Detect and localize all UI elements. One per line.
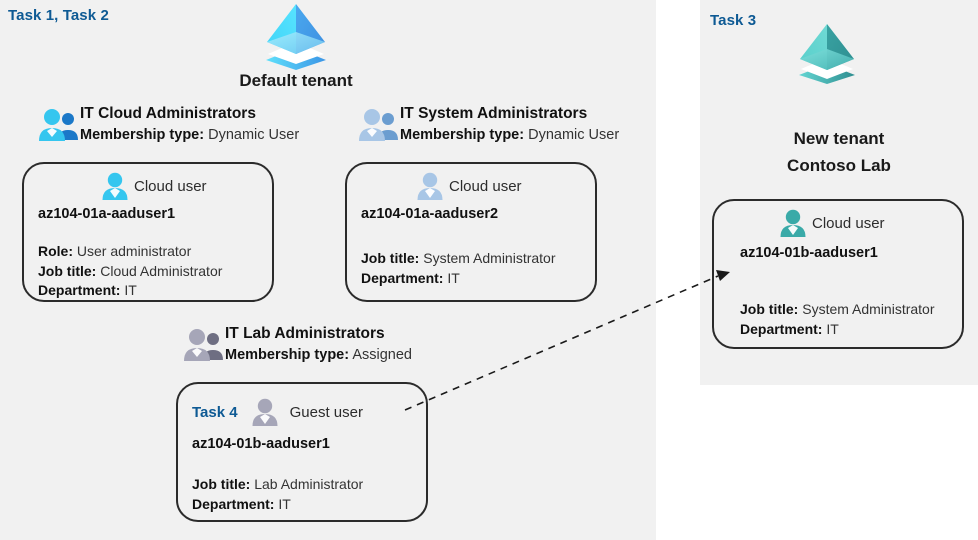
default-tenant-title: Default tenant <box>239 71 353 90</box>
group-users-icon <box>38 108 78 142</box>
group-users-icon <box>358 108 398 142</box>
attr-value: Cloud Administrator <box>100 262 223 279</box>
new-tenant-icon <box>792 22 862 84</box>
attr-value: IT <box>124 282 137 298</box>
new-tenant-title: New tenant Contoso Lab <box>700 125 978 179</box>
group-membership-value: Assigned <box>352 347 412 363</box>
user-card-az104-01a-aaduser1[interactable]: Cloud user az104-01a-aaduser1 Role: User… <box>22 162 274 302</box>
attr-label: Department: <box>740 320 823 337</box>
group-users-icon <box>183 328 223 362</box>
user-type-label: Cloud user <box>449 177 522 195</box>
attr-value: System Administrator <box>802 301 935 317</box>
attr-label: Job title: <box>361 250 420 266</box>
user-name: az104-01b-aaduser1 <box>192 436 330 452</box>
user-type-label: Cloud user <box>134 177 207 195</box>
user-attribute-job-title: Job title: Cloud Administrator <box>38 262 222 282</box>
attr-value: Lab Administrator <box>254 476 364 492</box>
group-name: IT System Administrators <box>400 105 588 122</box>
attr-value: IT <box>826 320 839 337</box>
attr-label: Department: <box>38 282 121 298</box>
group-name: IT Lab Administrators <box>225 325 385 342</box>
attr-value: IT <box>278 495 291 512</box>
new-tenant-title-line2: Contoso Lab <box>787 156 891 175</box>
attr-label: Job title: <box>38 262 97 279</box>
user-attribute-department: Department: IT <box>361 269 556 289</box>
default-tenant-icon <box>258 2 334 70</box>
group-membership: Membership type: Dynamic User <box>400 124 619 146</box>
user-type-label: Cloud user <box>812 214 885 232</box>
attr-value: User administrator <box>76 243 192 259</box>
user-card-az104-01b-aaduser1-cloud[interactable]: Cloud user az104-01b-aaduser1 Job title:… <box>712 199 964 349</box>
group-membership-label: Membership type: <box>80 127 205 143</box>
group-membership-value: Dynamic User <box>528 127 620 143</box>
cloud-user-icon <box>417 172 443 200</box>
user-attribute-job-title: Job title: System Administrator <box>361 249 556 269</box>
task-label-guest: Task 4 <box>192 403 238 421</box>
group-name: IT Cloud Administrators <box>80 105 256 122</box>
group-membership-value: Dynamic User <box>208 127 300 143</box>
attr-label: Department: <box>192 495 275 512</box>
user-attribute-job-title: Job title: Lab Administrator <box>192 475 363 495</box>
task-label-left: Task 1, Task 2 <box>8 7 109 24</box>
attr-value: System Administrator <box>423 250 556 266</box>
group-membership: Membership type: Dynamic User <box>80 124 299 146</box>
user-name: az104-01b-aaduser1 <box>740 245 878 261</box>
cloud-user-icon <box>780 209 806 237</box>
user-attribute-job-title: Job title: System Administrator <box>740 300 935 320</box>
user-attribute-department: Department: IT <box>740 320 935 340</box>
user-type-label: Guest user <box>289 403 363 421</box>
user-card-az104-01b-aaduser1-guest[interactable]: Task 4 Guest user az104-01b-aaduser1 Job… <box>176 382 428 522</box>
user-attribute-department: Department: IT <box>38 281 222 301</box>
attr-value: IT <box>447 269 460 286</box>
attr-label: Job title: <box>740 301 799 317</box>
group-membership-label: Membership type: <box>400 127 525 143</box>
user-attribute-role: Role: User administrator <box>38 242 222 262</box>
attr-label: Department: <box>361 269 444 286</box>
user-attribute-department: Department: IT <box>192 495 363 515</box>
guest-user-icon <box>252 398 278 426</box>
group-membership-label: Membership type: <box>225 347 350 363</box>
task-label-right: Task 3 <box>710 12 757 29</box>
attr-label: Role: <box>38 243 73 259</box>
user-name: az104-01a-aaduser1 <box>38 206 176 222</box>
user-name: az104-01a-aaduser2 <box>361 206 499 222</box>
new-tenant-title-line1: New tenant <box>793 129 885 148</box>
cloud-user-icon <box>102 172 128 200</box>
user-card-az104-01a-aaduser2[interactable]: Cloud user az104-01a-aaduser2 Job title:… <box>345 162 597 302</box>
attr-label: Job title: <box>192 476 251 492</box>
group-membership: Membership type: Assigned <box>225 344 412 366</box>
